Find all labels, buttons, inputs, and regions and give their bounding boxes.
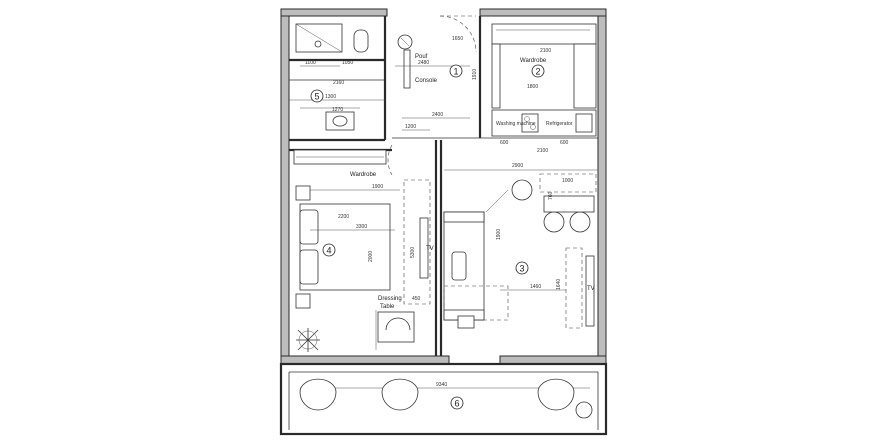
room-number: 5 bbox=[314, 92, 319, 102]
balcony-side-table-icon bbox=[575, 401, 593, 419]
entry-door-swing bbox=[439, 15, 477, 53]
dim-1910: 1910 bbox=[472, 69, 478, 80]
dim-2160: 2160 bbox=[333, 80, 344, 86]
dim-3300: 3300 bbox=[356, 224, 367, 230]
dim-1800: 1800 bbox=[527, 84, 538, 90]
entrance: Pouf Console 2480 1650 2400 1200 1910 bbox=[387, 15, 478, 176]
tv-living-label: TV bbox=[587, 286, 595, 292]
living-tv-unit bbox=[585, 255, 595, 327]
dim-1460: 1460 bbox=[530, 284, 541, 290]
room-marker-3: 3 bbox=[515, 261, 529, 275]
dim-2200: 2200 bbox=[338, 214, 349, 220]
room-number: 6 bbox=[454, 399, 459, 409]
pillow-left bbox=[299, 209, 319, 245]
coffee-table bbox=[457, 315, 475, 329]
dim-2400: 2400 bbox=[432, 112, 443, 118]
plant-icon bbox=[296, 328, 320, 352]
dim-1650: 1650 bbox=[452, 36, 463, 42]
room-number: 2 bbox=[535, 67, 540, 77]
bathroom: 1100 1050 2160 1300 1270 bbox=[289, 23, 385, 131]
room-markers: 1 2 3 4 5 6 bbox=[310, 64, 545, 410]
room-marker-2: 2 bbox=[531, 64, 545, 78]
washer-label: Washing machine bbox=[496, 121, 536, 127]
wardrobe-bedroom-label: Wardrobe bbox=[350, 172, 377, 178]
room-number: 3 bbox=[519, 264, 524, 274]
dim-2480: 2480 bbox=[418, 60, 429, 66]
outer-walls bbox=[279, 8, 608, 436]
console-table bbox=[403, 49, 411, 89]
bedroom: Wardrobe TV Dressing Table 2200 3300 190… bbox=[293, 149, 434, 352]
dim-5300: 5300 bbox=[410, 247, 416, 258]
balcony-chair-1-icon bbox=[299, 378, 337, 411]
balcony-chair-2-icon bbox=[381, 378, 419, 411]
dim-2100b: 2100 bbox=[537, 148, 548, 154]
dressing-chair-icon bbox=[385, 317, 411, 331]
shower-drain-icon bbox=[314, 40, 322, 48]
dim-1270: 1270 bbox=[332, 107, 343, 113]
room-number: 1 bbox=[453, 67, 458, 77]
dining-chair-1-icon bbox=[543, 211, 565, 233]
dim-1050: 1050 bbox=[342, 60, 353, 66]
hob-icon bbox=[521, 113, 539, 133]
dim-1900b: 1900 bbox=[496, 229, 502, 240]
sink-icon bbox=[575, 113, 593, 133]
room-marker-1: 1 bbox=[449, 64, 463, 78]
dim-2000: 2000 bbox=[368, 251, 374, 262]
dining-chair-2-icon bbox=[569, 211, 591, 233]
dim-1000: 1000 bbox=[562, 178, 573, 184]
interior-walls bbox=[289, 16, 598, 356]
room-number: 4 bbox=[326, 246, 331, 256]
fridge-label: Refrigerator bbox=[546, 121, 573, 127]
bedroom-tv-unit bbox=[419, 217, 429, 279]
dim-600a: 600 bbox=[500, 140, 509, 146]
dim-1900: 1900 bbox=[372, 184, 383, 190]
balcony-chair-3-icon bbox=[537, 378, 575, 411]
console-label: Console bbox=[415, 78, 438, 84]
nightstand-bottom bbox=[295, 293, 311, 309]
dining-table bbox=[543, 195, 595, 213]
dim-1200: 1200 bbox=[405, 124, 416, 130]
tv-bedroom-label: TV bbox=[426, 246, 434, 252]
dim-760: 760 bbox=[548, 191, 554, 200]
basin-icon bbox=[332, 115, 348, 127]
dim-1100: 1100 bbox=[305, 60, 316, 66]
rug bbox=[443, 285, 509, 321]
dim-2100: 2100 bbox=[540, 48, 551, 54]
dim-1640: 1640 bbox=[556, 279, 562, 290]
dim-450: 450 bbox=[412, 296, 421, 302]
sofa-cushion bbox=[451, 251, 467, 281]
dim-2900: 2900 bbox=[512, 163, 523, 169]
nightstand-top bbox=[295, 185, 311, 201]
room-marker-5: 5 bbox=[310, 89, 324, 103]
dressing-label-2: Table bbox=[380, 304, 395, 310]
toilet-icon bbox=[353, 29, 369, 53]
lounge-chair-icon bbox=[511, 179, 533, 201]
room-marker-6: 6 bbox=[450, 396, 464, 410]
dim-9340: 9340 bbox=[436, 382, 447, 388]
living-room: TV 2900 1000 760 1460 1640 1900 bbox=[443, 163, 598, 329]
balcony: 9340 bbox=[299, 378, 593, 419]
dressing-label-1: Dressing bbox=[378, 296, 402, 302]
dim-1300: 1300 bbox=[325, 94, 336, 100]
dim-600b: 600 bbox=[560, 140, 569, 146]
wardrobe-top-label: Wardrobe bbox=[520, 58, 547, 64]
wardrobe-top bbox=[491, 23, 597, 45]
wardrobe-kitchen: Wardrobe 2100 1800 Washing machine Refri… bbox=[491, 23, 597, 154]
pillow-right bbox=[299, 249, 319, 285]
room-marker-4: 4 bbox=[322, 243, 336, 257]
bedroom-door-swing bbox=[387, 144, 393, 176]
pouf-label: Pouf bbox=[415, 54, 428, 60]
